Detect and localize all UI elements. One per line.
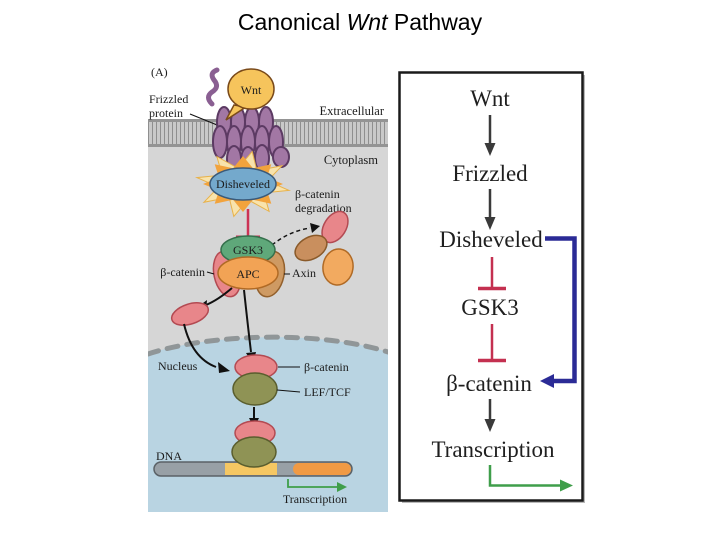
wnt-ligand: Wnt	[225, 68, 275, 121]
flow-node-wnt: Wnt	[470, 86, 510, 111]
dna-bound-lef-tcf-shape	[231, 436, 277, 468]
beta-catenin-leader	[206, 271, 215, 275]
extracellular-label: Extracellular	[319, 104, 384, 118]
feedback-line-disheveled-beta-catenin	[545, 236, 577, 384]
flow-node-frizzled: Frizzled	[452, 161, 528, 186]
disheveled-label: Disheveled	[216, 177, 270, 191]
apc-label: APC	[236, 267, 259, 281]
dna-gene-segment	[293, 463, 351, 475]
frizzled-receptor-icon	[206, 67, 290, 174]
lef-tcf-label: LEF/TCF	[304, 385, 351, 399]
degradation-fragment-brown	[294, 234, 328, 262]
degradation-arrowhead	[310, 223, 320, 233]
frizzled-protein-label-line1: Frizzled	[149, 92, 188, 106]
lef-tcf-leader	[276, 389, 301, 393]
axin-label: Axin	[292, 266, 316, 280]
slide-title: Canonical Wnt Pathway	[0, 9, 720, 36]
arrow-into-nucleus-center	[243, 289, 252, 353]
degradation-label-line1: β-catenin	[295, 187, 340, 201]
destruction-complex: GSK3 APC	[212, 235, 286, 298]
nuclear-beta-catenin-label: β-catenin	[304, 360, 349, 374]
title-word-3: Pathway	[393, 9, 483, 35]
flow-arrowhead-3	[484, 419, 496, 432]
disheveled-complex: Disheveled	[194, 150, 292, 218]
flow-node-beta-catenin: β-catenin	[446, 371, 532, 396]
flow-arrowhead-2	[484, 217, 496, 230]
flow-output-arrowhead	[560, 479, 573, 492]
flow-inhibition-disheveled-gsk3	[478, 257, 506, 291]
flow-node-gsk3: GSK3	[461, 295, 519, 320]
beta-catenin-label: β-catenin	[160, 265, 205, 279]
wnt-blob-label: Wnt	[241, 83, 262, 97]
cell-diagram: (A) Extracellular Cytoplasm Frizzled pro…	[148, 65, 388, 512]
flow-arrowhead-1	[484, 143, 496, 156]
feedback-arrowhead	[540, 374, 554, 388]
apc-shape	[217, 256, 279, 290]
transcription-label: Transcription	[283, 492, 347, 506]
panel-label: (A)	[151, 65, 168, 79]
flow-node-disheveled: Disheveled	[439, 227, 543, 252]
frizzled-protein-label-line2: protein	[149, 106, 183, 120]
arrow-into-nucleus-left	[183, 323, 217, 368]
dna-label: DNA	[156, 449, 182, 463]
cytoplasm-label: Cytoplasm	[324, 153, 378, 167]
wnt-blob	[227, 68, 275, 110]
transcription-arrowhead	[337, 482, 347, 492]
title-word-2: Wnt	[346, 9, 388, 35]
disheveled-ellipse	[209, 167, 277, 201]
pathway-flowchart: Wnt Frizzled Disheveled GSK3 β-catenin T…	[398, 71, 585, 503]
arrow-release-beta-catenin	[205, 287, 233, 306]
flow-node-transcription: Transcription	[431, 437, 555, 462]
title-word-1: Canonical	[237, 9, 341, 35]
degradation-dashed-arrow	[271, 227, 311, 246]
flow-inhibition-gsk3-beta-catenin	[478, 324, 506, 363]
flow-output-arrow	[488, 465, 562, 487]
nuclear-envelope	[148, 334, 388, 357]
gsk3-label: GSK3	[233, 243, 263, 257]
arrowhead-nucleus-left	[218, 362, 230, 373]
nucleus-label: Nucleus	[158, 359, 198, 373]
lef-tcf-shape	[232, 372, 278, 406]
degradation-fragment-orange	[322, 248, 354, 286]
free-beta-catenin-shape	[170, 302, 210, 326]
transcription-arrow	[287, 479, 338, 488]
